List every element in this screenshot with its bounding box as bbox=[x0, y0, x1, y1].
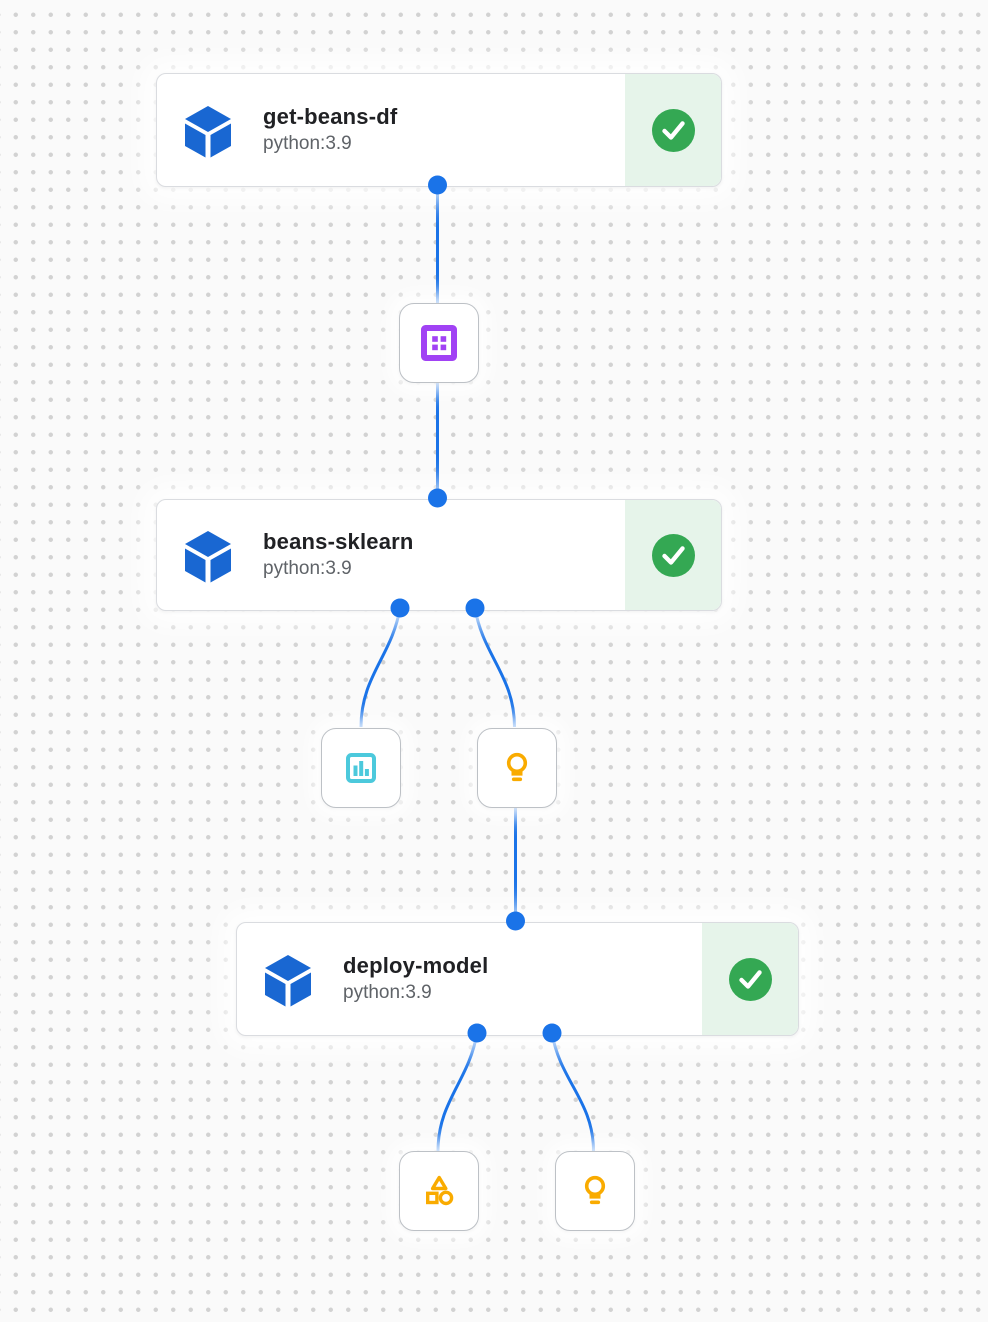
edge-path bbox=[473, 607, 516, 728]
shapes-icon bbox=[425, 1175, 454, 1206]
task-title: get-beans-df bbox=[263, 103, 398, 129]
lightbulb-icon bbox=[584, 1175, 606, 1205]
task-subtitle: python:3.9 bbox=[263, 558, 352, 580]
pipeline-cube-icon bbox=[180, 102, 236, 158]
check-circle-icon bbox=[651, 108, 695, 152]
task-node-body: beans-sklearn python:3.9 bbox=[157, 500, 625, 610]
task-subtitle: python:3.9 bbox=[263, 133, 352, 155]
edge-path bbox=[359, 607, 402, 728]
pipeline-cube-icon bbox=[260, 951, 316, 1007]
task-title: beans-sklearn bbox=[263, 528, 414, 554]
status-panel bbox=[625, 500, 721, 610]
task-node-body: get-beans-df python:3.9 bbox=[157, 74, 625, 186]
task-node-body: deploy-model python:3.9 bbox=[237, 923, 702, 1035]
artifact-node-artifact[interactable] bbox=[399, 1151, 479, 1231]
edge-path bbox=[436, 1032, 479, 1152]
artifact-node-model[interactable] bbox=[555, 1151, 635, 1231]
task-node-get-beans-df[interactable]: get-beans-df python:3.9 bbox=[156, 73, 722, 187]
check-circle-icon bbox=[651, 533, 695, 577]
lightbulb-icon bbox=[506, 752, 528, 782]
dataset-icon bbox=[421, 325, 457, 361]
metrics-icon bbox=[346, 753, 376, 783]
artifact-node-model[interactable] bbox=[477, 728, 557, 808]
task-node-beans-sklearn[interactable]: beans-sklearn python:3.9 bbox=[156, 499, 722, 611]
status-panel bbox=[702, 923, 798, 1035]
task-title: deploy-model bbox=[343, 952, 489, 978]
task-subtitle: python:3.9 bbox=[343, 982, 432, 1004]
task-node-deploy-model[interactable]: deploy-model python:3.9 bbox=[236, 922, 799, 1036]
edge-path bbox=[550, 1032, 595, 1152]
artifact-node-dataset[interactable] bbox=[399, 303, 479, 383]
pipeline-cube-icon bbox=[180, 527, 236, 583]
artifact-node-metrics[interactable] bbox=[321, 728, 401, 808]
status-panel bbox=[625, 74, 721, 186]
check-circle-icon bbox=[728, 957, 772, 1001]
